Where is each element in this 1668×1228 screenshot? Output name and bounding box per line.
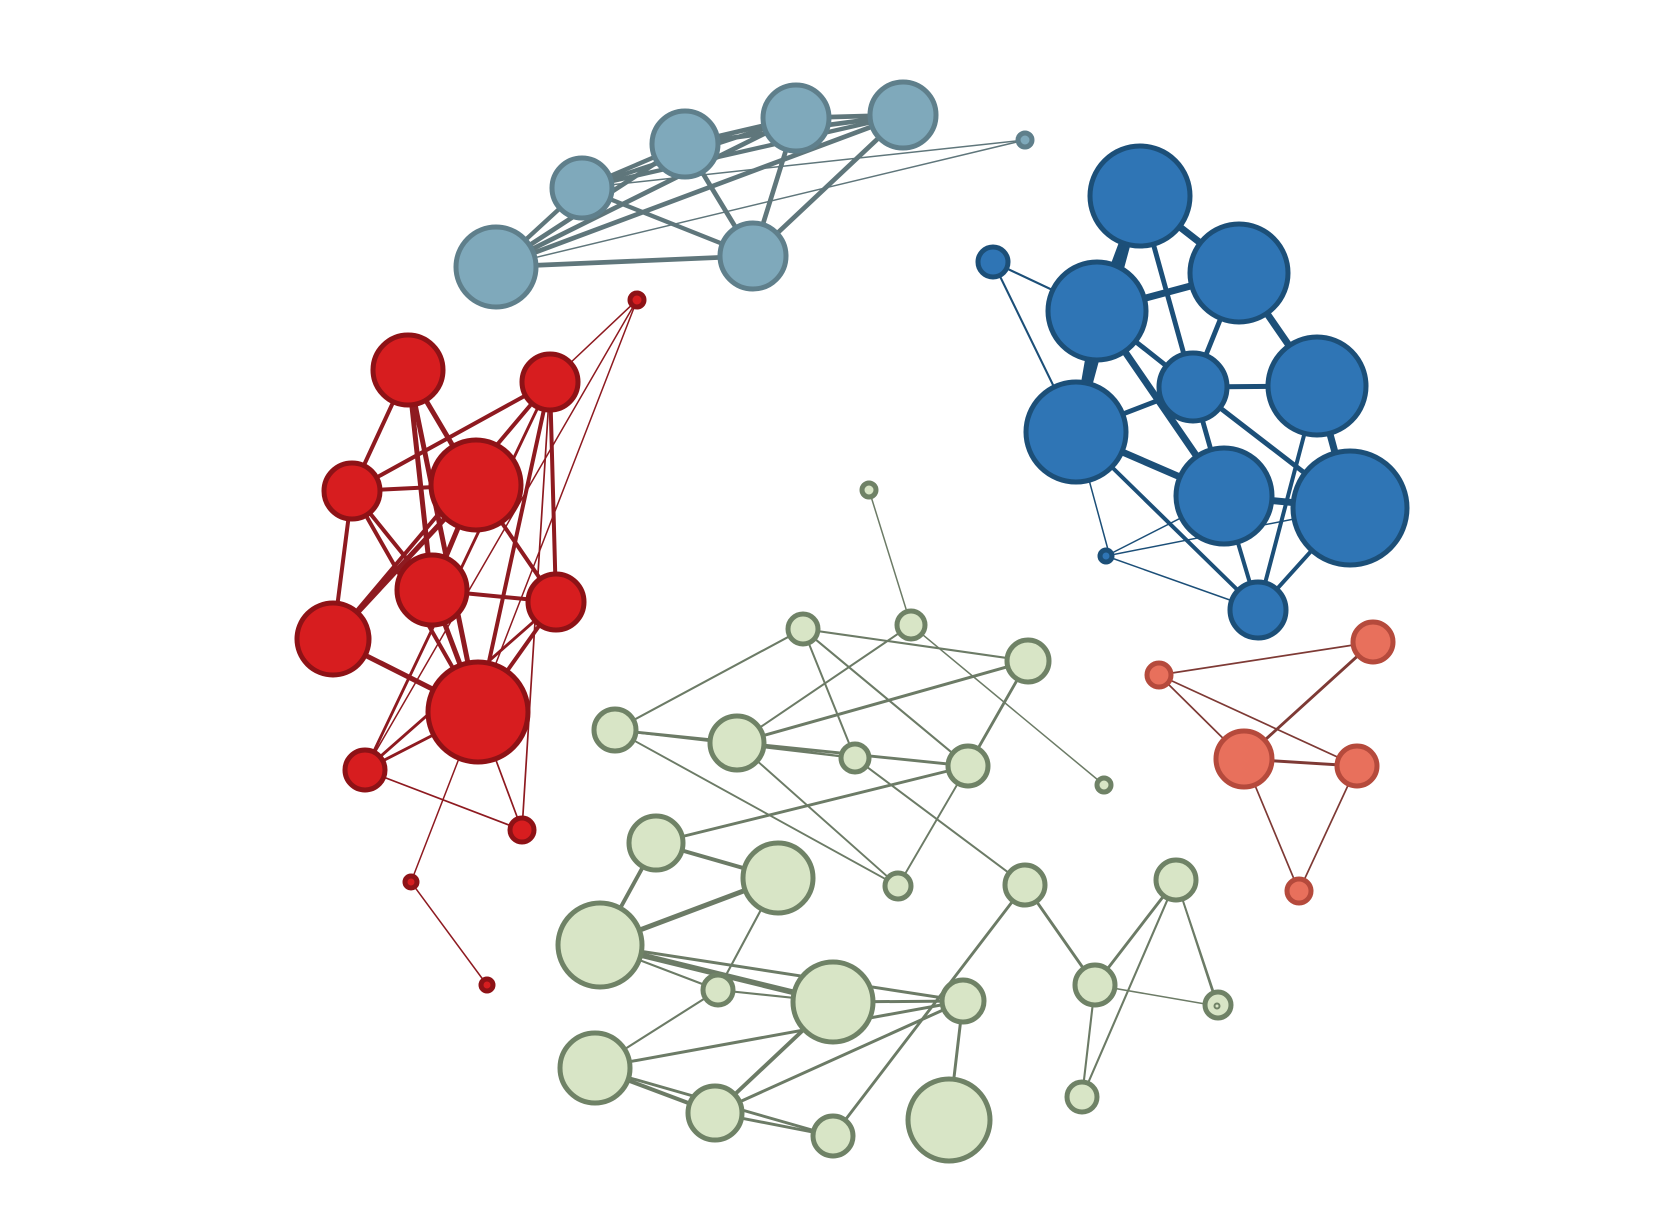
node-r2 <box>519 351 581 413</box>
edge-g3-g4 <box>801 627 1030 663</box>
edge-g11-g7 <box>654 764 970 845</box>
node-g7 <box>945 743 991 789</box>
edge-lb1-lb6 <box>493 253 756 270</box>
edge-g16-g17 <box>593 999 965 1070</box>
edge-g9-g6 <box>736 742 899 887</box>
node-g4 <box>785 611 821 647</box>
edge-g6-g3 <box>735 659 1030 745</box>
node-lb7 <box>1015 130 1035 150</box>
node-r4 <box>321 460 383 522</box>
node-r3 <box>428 437 524 533</box>
node-b7 <box>1173 445 1275 547</box>
node-g5 <box>591 706 639 754</box>
node-g25 <box>1213 1002 1221 1010</box>
node-lb5 <box>867 79 939 151</box>
node-b11 <box>975 244 1011 280</box>
edge-r2-r4 <box>350 380 552 493</box>
node-r13 <box>478 976 496 994</box>
node-g10 <box>1094 775 1114 795</box>
node-g9 <box>882 870 914 902</box>
node-b8 <box>1290 448 1410 568</box>
node-b5 <box>1023 379 1129 485</box>
node-r6 <box>525 571 587 633</box>
node-b9 <box>1227 579 1289 641</box>
node-lb4 <box>760 82 832 154</box>
edge-g8-g20 <box>854 757 1026 886</box>
node-r11 <box>627 290 647 310</box>
node-s1 <box>1350 619 1396 665</box>
node-r10 <box>507 815 537 845</box>
edge-lb2-lb7 <box>581 139 1026 189</box>
node-g3 <box>1004 637 1052 685</box>
node-g16 <box>939 977 987 1025</box>
node-r12 <box>402 873 420 891</box>
node-s2 <box>1144 660 1174 690</box>
node-g26 <box>905 1076 993 1164</box>
edge-g9-g5 <box>614 729 899 887</box>
edge-s4-s5 <box>1298 765 1358 892</box>
node-g11 <box>626 813 686 873</box>
edge-g10-g2 <box>910 624 1105 786</box>
edge-g8-g4 <box>802 628 856 759</box>
node-g13 <box>555 900 645 990</box>
node-b3 <box>1045 259 1149 363</box>
node-g6 <box>707 713 767 773</box>
node-g8 <box>838 741 872 775</box>
node-lb1 <box>453 224 539 310</box>
edge-g7-g4 <box>801 627 970 768</box>
nodes-layer <box>294 79 1410 1164</box>
edge-s1-s2 <box>1158 641 1374 676</box>
edge-g1-g2 <box>868 489 912 626</box>
node-b2 <box>1187 221 1291 325</box>
node-g24 <box>1064 1079 1100 1115</box>
edge-s2-s4 <box>1158 674 1358 767</box>
edge-lb1-lb7 <box>495 139 1026 268</box>
node-r1 <box>370 332 446 408</box>
edge-g2-g6 <box>736 624 912 744</box>
edge-lb2-lb5 <box>579 112 906 191</box>
node-g12 <box>740 840 816 916</box>
edge-r11-r12 <box>410 299 638 883</box>
node-lb6 <box>717 220 789 292</box>
node-r8 <box>425 659 531 765</box>
node-r5 <box>394 552 470 628</box>
node-g14 <box>700 972 736 1008</box>
node-lb3 <box>649 108 721 180</box>
node-g15 <box>790 959 876 1045</box>
edge-g4-g5 <box>613 627 805 732</box>
edge-g13-g16 <box>598 943 965 1003</box>
node-s5 <box>1284 876 1314 906</box>
edge-r2-r6 <box>548 380 558 604</box>
edge-r9-r11 <box>364 299 638 771</box>
node-b10 <box>1097 547 1115 565</box>
node-b6 <box>1265 334 1369 438</box>
edge-r2-r8 <box>476 380 552 714</box>
edge-r1-r8 <box>405 367 481 715</box>
edge-g7-g9 <box>897 765 969 887</box>
edge-r12-r13 <box>410 881 488 986</box>
edge-g22-g24 <box>1080 878 1178 1099</box>
edge-lb1-lb5 <box>493 112 906 270</box>
node-g19 <box>810 1113 856 1159</box>
node-b1 <box>1087 143 1193 249</box>
node-s4 <box>1334 743 1380 789</box>
node-g17 <box>557 1030 633 1106</box>
node-g2 <box>894 608 928 642</box>
node-g21 <box>1072 962 1118 1008</box>
node-g22 <box>1153 857 1199 903</box>
node-g1 <box>859 480 879 500</box>
edge-lb1-lb4 <box>493 115 799 270</box>
node-s3 <box>1213 728 1275 790</box>
node-r9 <box>342 747 388 793</box>
node-g23 <box>1202 989 1234 1021</box>
node-lb2 <box>549 155 615 221</box>
node-b4 <box>1156 350 1230 424</box>
node-r7 <box>294 600 372 678</box>
node-g18 <box>685 1083 745 1143</box>
edge-g19-g20 <box>831 883 1027 1138</box>
node-g20 <box>1002 862 1048 908</box>
